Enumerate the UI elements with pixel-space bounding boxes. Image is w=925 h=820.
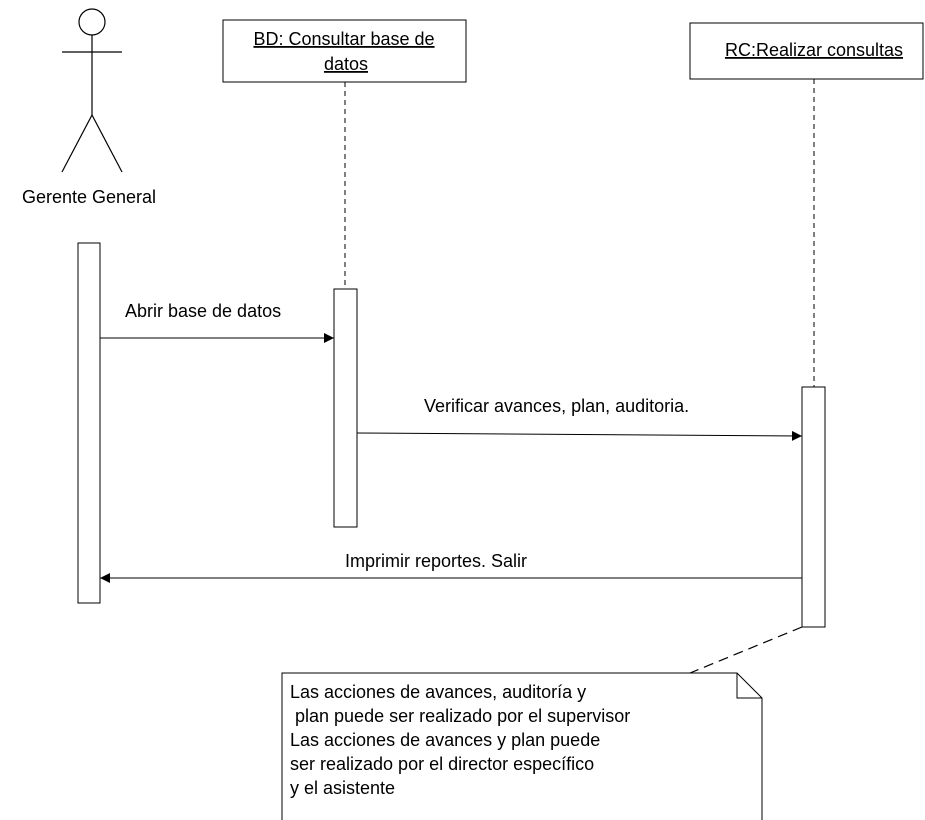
object-box-rc (689, 22, 924, 80)
note-box (281, 672, 763, 820)
activation-bar-rc (801, 386, 826, 628)
note-line-1: Las acciones de avances, auditoría y (290, 682, 586, 702)
actor-name: Gerente General (22, 187, 156, 207)
note-line-5: y el asistente (290, 778, 395, 798)
note-connector (689, 626, 803, 674)
object-label-rc: RC:Realizar consultas (725, 40, 903, 60)
message-arrow-2 (356, 430, 803, 441)
activation-bar-actor (77, 242, 101, 604)
object-box-bd (222, 19, 467, 83)
message-label-2: Verificar avances, plan, auditoria. (424, 396, 689, 416)
note-folded-corner-icon (736, 673, 762, 699)
object-label-bd-line2: datos (324, 54, 368, 74)
activation-bar-bd (333, 288, 358, 528)
message-label-3: Imprimir reportes. Salir (345, 551, 527, 571)
actor-stick-figure-icon (61, 8, 123, 173)
message-label-1: Abrir base de datos (125, 301, 281, 321)
note-line-3: Las acciones de avances y plan puede (290, 730, 600, 750)
note-line-4: ser realizado por el director específico (290, 754, 594, 774)
object-label-bd-line1: BD: Consultar base de (253, 29, 434, 49)
note-line-2: plan puede ser realizado por el supervis… (290, 706, 630, 726)
